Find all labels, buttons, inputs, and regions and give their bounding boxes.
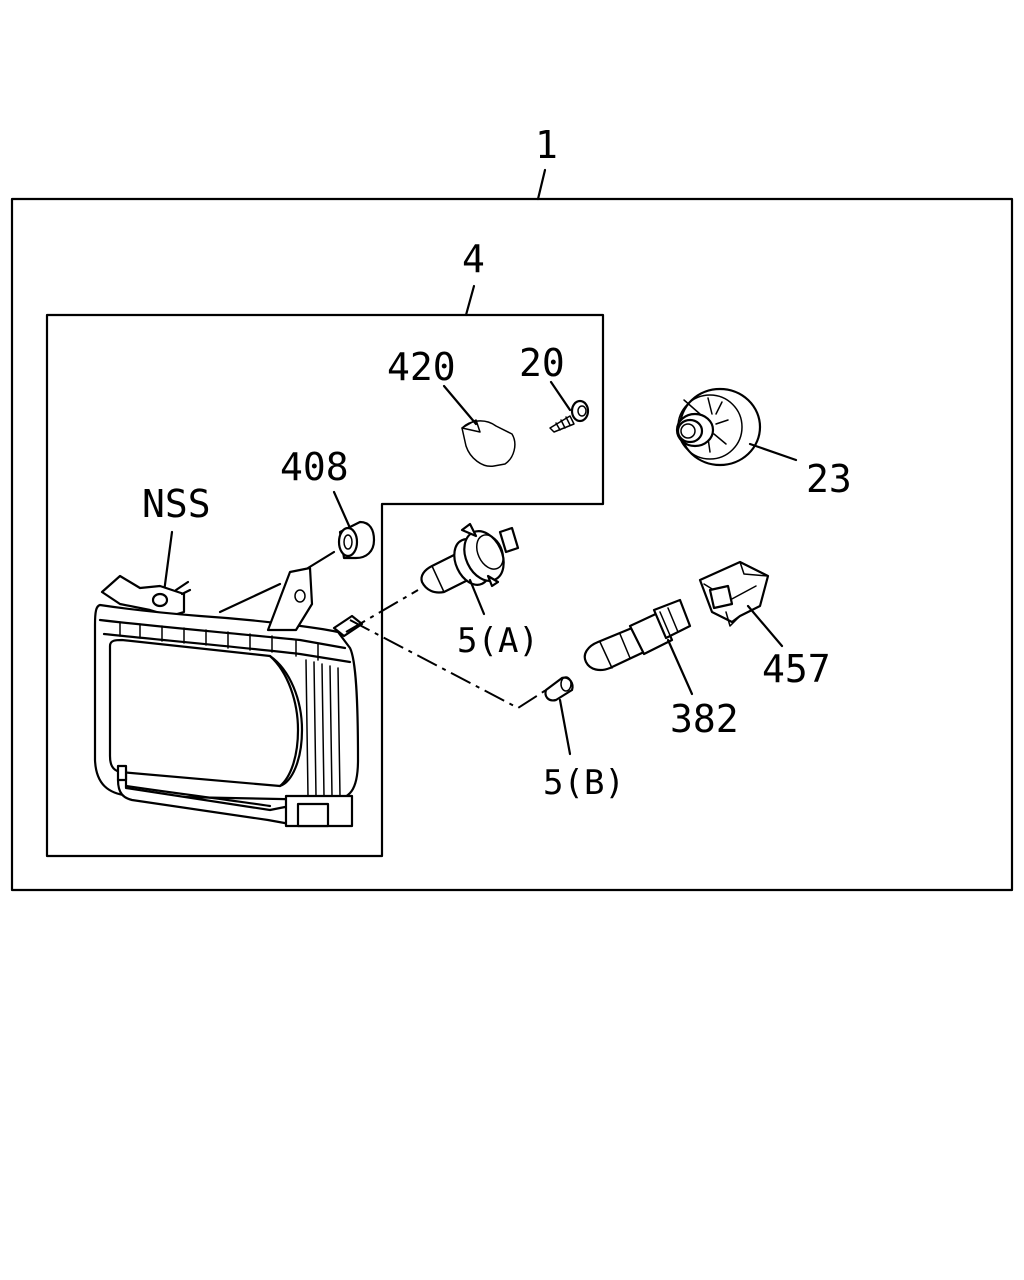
part-408-leader xyxy=(332,490,352,530)
part-20-label: 20 xyxy=(519,341,565,385)
part-23-label: 23 xyxy=(806,457,852,501)
subassembly-label: 4 xyxy=(462,237,485,281)
subassembly-leader xyxy=(464,284,476,317)
assembly-leader xyxy=(536,168,547,201)
part-457-connector-icon xyxy=(698,560,770,627)
part-5a-label: 5(A) xyxy=(457,621,539,661)
part-408-icon xyxy=(337,520,376,560)
part-420-label: 420 xyxy=(387,345,456,389)
assembly-frame xyxy=(10,197,1014,892)
headlamp-housing-icon xyxy=(93,550,364,828)
part-5b-label: 5(B) xyxy=(543,763,625,803)
nss-leader xyxy=(162,530,174,594)
part-420-icon xyxy=(461,419,516,467)
part-23-leader xyxy=(748,442,798,462)
part-457-label: 457 xyxy=(762,647,831,691)
part-382-label: 382 xyxy=(670,697,739,741)
part-23-icon xyxy=(675,387,762,467)
part-457-leader xyxy=(746,604,784,648)
part-382-socket-icon xyxy=(583,598,692,672)
subassembly-frame xyxy=(45,313,605,858)
part-5b-bulb-icon xyxy=(544,676,574,702)
part-382-leader xyxy=(666,638,694,696)
part-20-leader xyxy=(549,380,572,412)
part-5a-leader xyxy=(468,578,486,616)
part-408-label: 408 xyxy=(280,445,349,489)
part-5a-bulb-icon xyxy=(420,522,520,594)
bulb-b-guide xyxy=(349,619,547,710)
assembly-label: 1 xyxy=(535,123,558,167)
part-5b-leader xyxy=(558,698,572,756)
part-420-leader xyxy=(442,384,478,426)
nss-label: NSS xyxy=(142,482,211,526)
part-20-icon xyxy=(549,399,590,433)
